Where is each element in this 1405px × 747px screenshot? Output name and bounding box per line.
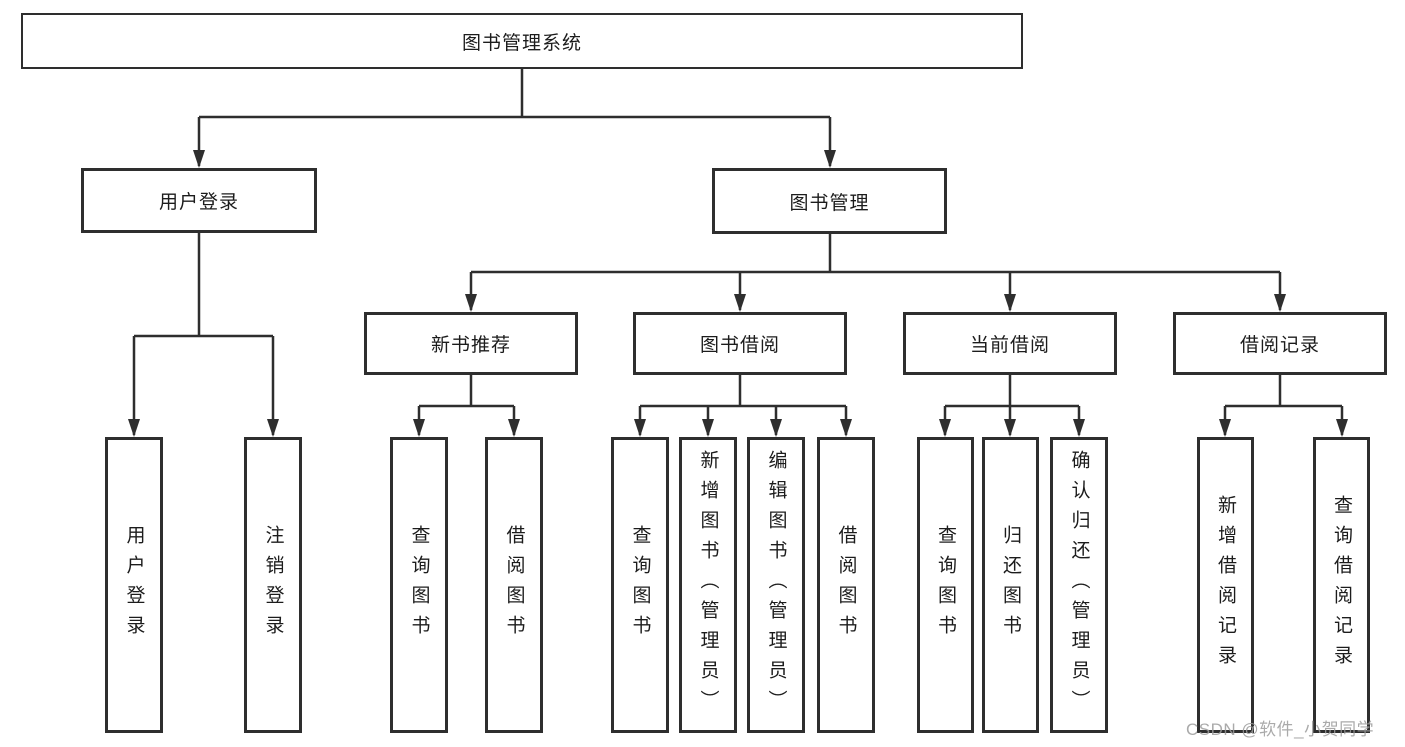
node-current-borrow-label: 当前借阅 xyxy=(969,335,1050,356)
node-user-login-label: 用户登录 xyxy=(158,192,239,213)
leaf-query-book-under-borrow-label: 查询图书 xyxy=(629,525,651,645)
leaf-query-borrow-record-label: 查询借阅记录 xyxy=(1331,495,1352,675)
node-new-book-recommend: 新书推荐 xyxy=(364,312,578,375)
node-book-borrow: 图书借阅 xyxy=(633,312,847,375)
leaf-user-login: 用户登录 xyxy=(105,437,163,733)
leaf-add-book-admin: 新增图书（管理员） xyxy=(679,437,737,733)
csdn-watermark: CSDN @软件_小贺同学 xyxy=(1186,720,1375,739)
leaf-add-book-admin-label: 新增图书（管理员） xyxy=(697,450,719,720)
leaf-user-login-label: 用户登录 xyxy=(123,525,145,645)
node-current-borrow: 当前借阅 xyxy=(903,312,1117,375)
leaf-query-book-under-borrow: 查询图书 xyxy=(611,437,669,733)
node-book-management-label: 图书管理 xyxy=(789,192,870,214)
leaf-query-book-under-recommend: 查询图书 xyxy=(390,437,448,733)
leaf-return-book: 归还图书 xyxy=(982,437,1039,733)
leaf-borrow-book-under-borrow: 借阅图书 xyxy=(817,437,875,733)
leaf-logout: 注销登录 xyxy=(244,437,302,733)
connector-lines xyxy=(132,69,1344,435)
node-borrow-records-label: 借阅记录 xyxy=(1239,335,1320,356)
node-root-library-system: 图书管理系统 xyxy=(21,13,1023,69)
leaf-query-book-under-current: 查询图书 xyxy=(917,437,974,733)
leaf-borrow-book-under-recommend: 借阅图书 xyxy=(485,437,543,733)
leaf-edit-book-admin: 编辑图书（管理员） xyxy=(747,437,805,733)
leaf-add-borrow-record: 新增借阅记录 xyxy=(1197,437,1254,733)
leaf-confirm-return-admin-label: 确认归还（管理员） xyxy=(1068,450,1090,720)
node-borrow-records: 借阅记录 xyxy=(1173,312,1387,375)
leaf-return-book-label: 归还图书 xyxy=(1000,525,1021,645)
leaf-edit-book-admin-label: 编辑图书（管理员） xyxy=(765,450,787,720)
leaf-borrow-book-under-borrow-label: 借阅图书 xyxy=(835,525,857,645)
node-user-login: 用户登录 xyxy=(81,168,317,233)
leaf-logout-label: 注销登录 xyxy=(262,525,284,645)
node-book-management: 图书管理 xyxy=(712,168,947,234)
node-root-label: 图书管理系统 xyxy=(461,32,582,54)
leaf-confirm-return-admin: 确认归还（管理员） xyxy=(1050,437,1108,733)
leaf-query-book-under-current-label: 查询图书 xyxy=(935,525,956,645)
leaf-query-borrow-record: 查询借阅记录 xyxy=(1313,437,1370,733)
leaf-borrow-book-under-recommend-label: 借阅图书 xyxy=(503,525,525,645)
node-book-borrow-label: 图书借阅 xyxy=(699,335,780,356)
leaf-query-book-under-recommend-label: 查询图书 xyxy=(408,525,430,645)
node-new-book-recommend-label: 新书推荐 xyxy=(430,335,511,356)
leaf-add-borrow-record-label: 新增借阅记录 xyxy=(1215,495,1236,675)
